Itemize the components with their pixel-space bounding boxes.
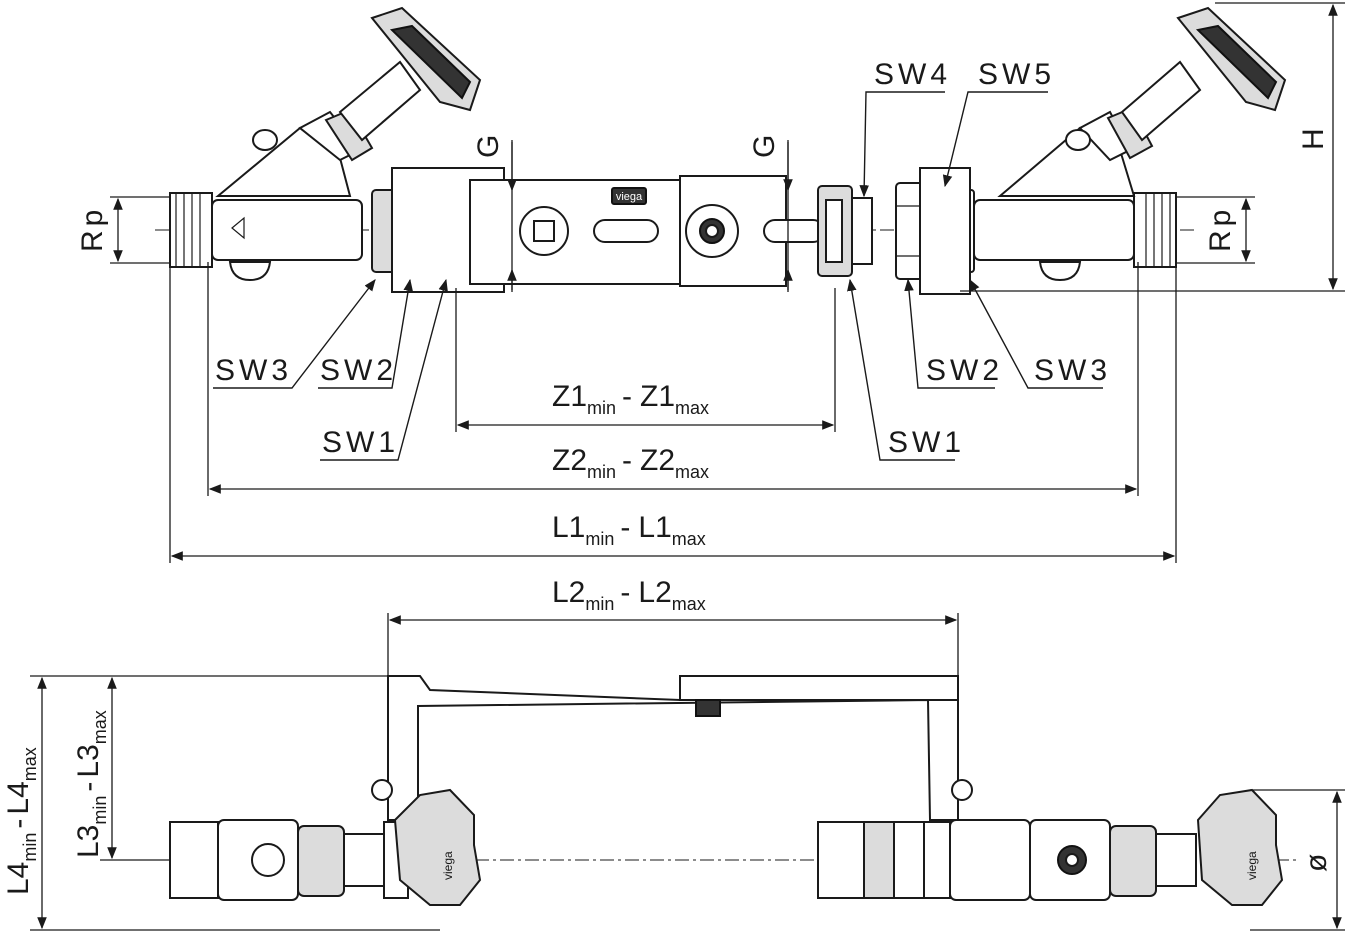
h-dimension: H: [960, 2, 1345, 292]
left-valve: [215, 6, 482, 240]
l3-dimension: L3min-L3max: [72, 675, 388, 861]
sw2-left-label: SW2: [320, 354, 397, 387]
sw3-left-label: SW3: [215, 354, 292, 387]
sw5-label: SW5: [978, 58, 1055, 91]
g-dimension-right: G: [748, 131, 793, 292]
l4-dimension: L4min-L4max: [2, 675, 440, 931]
z1-max-subscript: max: [675, 398, 709, 418]
g-label-right: G: [748, 131, 781, 158]
front-view: viega: [76, 2, 1345, 563]
sw3-left-callout: SW3: [213, 279, 376, 389]
h-label: H: [1297, 124, 1330, 150]
l3-max-subscript: max: [90, 710, 110, 744]
rp-label-left: Rp: [76, 206, 109, 252]
rp-label-right: Rp: [1204, 206, 1237, 252]
diameter-label: ø: [1300, 850, 1333, 872]
z1-max-symbol: Z1: [640, 380, 675, 413]
l1-max-symbol: L1: [638, 511, 671, 544]
sw1-left-label: SW1: [322, 426, 399, 459]
l2-dimension: L2min-L2max: [387, 576, 959, 676]
sw1-right-label: SW1: [888, 426, 965, 459]
l4-max-symbol: L4: [2, 781, 35, 814]
l3-min-subscript: min: [90, 796, 110, 825]
right-union-nuts: [817, 167, 975, 295]
sw4-callout: SW4: [859, 58, 951, 198]
l2-label: L2min-L2max: [552, 576, 706, 614]
l1-min-subscript: min: [585, 529, 614, 549]
l2-max-symbol: L2: [638, 576, 671, 609]
l1-dimension: L1min-L1max: [169, 267, 1177, 563]
meter-body: viega: [391, 167, 825, 293]
l3-label: L3min-L3max: [72, 710, 110, 858]
l4-min-subscript: min: [20, 833, 40, 862]
brand-mark-front: viega: [616, 191, 643, 203]
l4-max-subscript: max: [20, 747, 40, 781]
l2-max-subscript: max: [672, 594, 706, 614]
l2-min-subscript: min: [585, 594, 614, 614]
mounting-bracket: [371, 674, 973, 821]
z2-label: Z2min-Z2max: [552, 444, 709, 482]
l3-max-symbol: L3: [72, 744, 105, 777]
sw5-callout: SW5: [942, 58, 1055, 188]
g-label-left: G: [472, 131, 505, 158]
g-dimension-left: G: [472, 131, 517, 292]
z1-dimension: Z1min-Z1max: [455, 288, 836, 432]
l4-min-symbol: L4: [2, 862, 35, 895]
l1-separator: -: [620, 511, 630, 544]
z2-min-subscript: min: [587, 462, 616, 482]
z2-dimension: Z2min-Z2max: [207, 262, 1139, 496]
l4-separator: -: [2, 819, 35, 829]
brand-mark-right: viega: [1245, 851, 1259, 880]
z1-min-symbol: Z1: [552, 380, 587, 413]
l2-separator: -: [620, 576, 630, 609]
sw2-right-callout: SW2: [904, 278, 1003, 389]
left-assembly-top: viega: [169, 788, 482, 906]
rp-dimension-left: Rp: [76, 196, 170, 264]
right-valve: [997, 6, 1287, 197]
right-assembly-top: viega: [817, 788, 1284, 906]
z1-min-subscript: min: [587, 398, 616, 418]
sw2-right-label: SW2: [926, 354, 1003, 387]
l1-max-subscript: max: [672, 529, 706, 549]
sw3-right-label: SW3: [1034, 354, 1111, 387]
rp-dimension-right: Rp: [1176, 196, 1255, 264]
z1-separator: -: [622, 380, 632, 413]
l1-label: L1min-L1max: [552, 511, 706, 549]
z1-label: Z1min-Z1max: [552, 380, 709, 418]
l2-min-symbol: L2: [552, 576, 585, 609]
z2-min-symbol: Z2: [552, 444, 587, 477]
sw1-right-callout: SW1: [847, 278, 965, 461]
sw2-left-callout: SW2: [318, 278, 413, 389]
brand-mark-left: viega: [441, 851, 455, 880]
z2-max-symbol: Z2: [640, 444, 675, 477]
l4-label: L4min-L4max: [2, 747, 40, 895]
right-outlet-fitting: [973, 192, 1177, 282]
l3-separator: -: [72, 782, 105, 792]
l3-min-symbol: L3: [72, 825, 105, 858]
sw1-left-callout: SW1: [320, 278, 448, 461]
left-inlet-fitting: [169, 192, 363, 282]
z2-separator: -: [622, 444, 632, 477]
z2-max-subscript: max: [675, 462, 709, 482]
l1-min-symbol: L1: [552, 511, 585, 544]
diameter-dimension: ø: [1250, 789, 1345, 931]
sw4-label: SW4: [874, 58, 951, 91]
top-view: viega viega L2min-L2max: [2, 576, 1345, 931]
sw3-right-callout: SW3: [969, 278, 1111, 389]
